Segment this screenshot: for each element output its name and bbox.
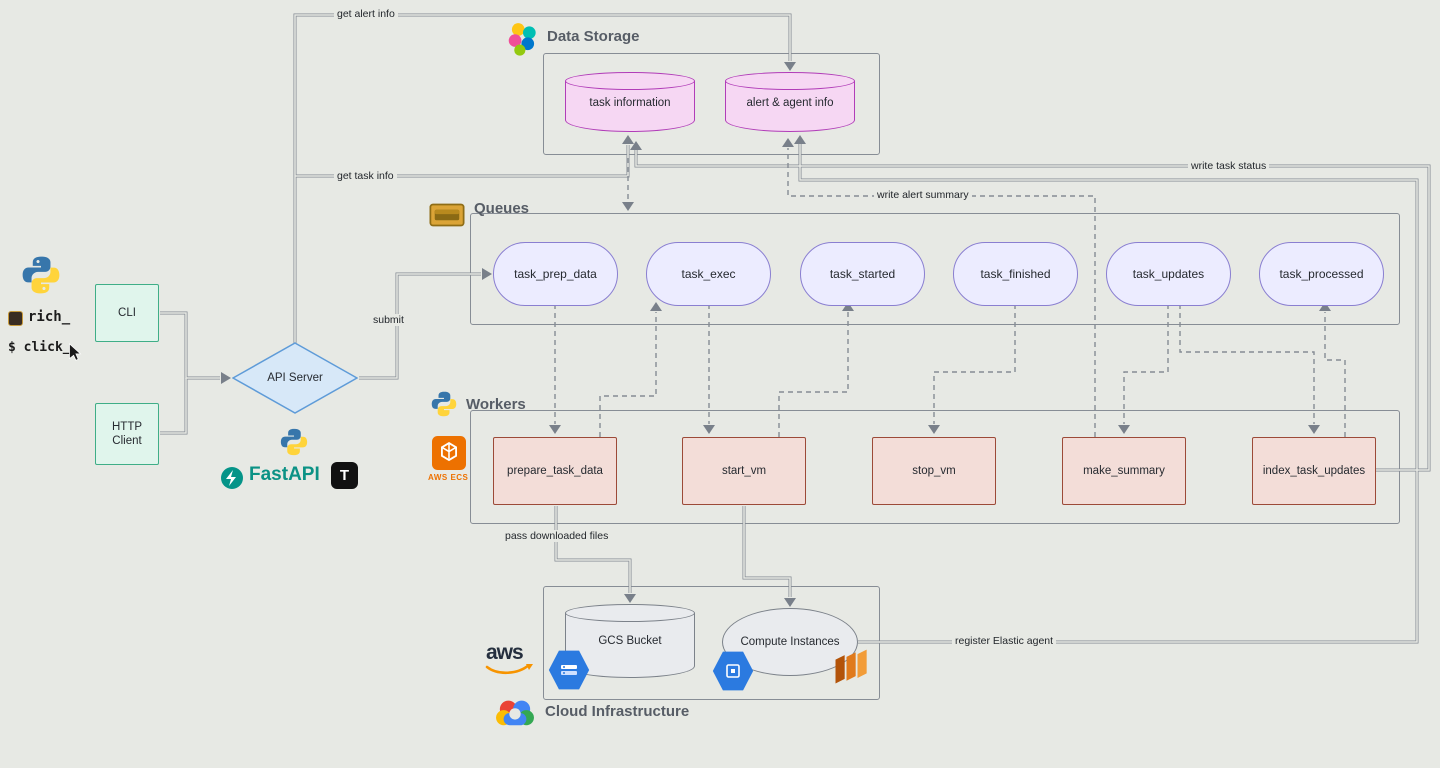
cylinder-top xyxy=(565,604,695,622)
fastapi-icon xyxy=(220,466,244,490)
python-icon xyxy=(430,390,458,418)
node-worker-stop-vm: stop_vm xyxy=(872,437,996,505)
aws-ecs-label: AWS ECS xyxy=(428,473,469,482)
edge-label-write-task-status: write task status xyxy=(1188,160,1270,172)
api-server-label: API Server xyxy=(267,372,323,384)
node-task-information: task information xyxy=(565,72,695,132)
queues-title: Queues xyxy=(474,200,530,217)
cloud-title: Cloud Infrastructure xyxy=(545,703,690,720)
node-queue-task-updates: task_updates xyxy=(1106,242,1231,306)
node-alert-agent-info: alert & agent info xyxy=(725,72,855,132)
node-cli: CLI xyxy=(95,284,159,342)
diamond-shape xyxy=(231,342,359,414)
node-worker-prepare-task-data: prepare_task_data xyxy=(493,437,617,505)
queue-icon xyxy=(426,194,468,236)
node-queue-task-started: task_started xyxy=(800,242,925,306)
edge-label-get-alert-info: get alert info xyxy=(334,8,398,20)
data-storage-title: Data Storage xyxy=(547,28,640,45)
node-queue-task-processed: task_processed xyxy=(1259,242,1384,306)
node-http-client: HTTP Client xyxy=(95,403,159,465)
aws-smile-icon xyxy=(484,663,534,678)
edge-label-write-alert-summary: write alert summary xyxy=(874,189,972,201)
aws-logo-text: aws xyxy=(486,641,524,664)
fastapi-label: FastAPI xyxy=(249,464,320,485)
node-queue-task-prep-data: task_prep_data xyxy=(493,242,618,306)
node-queue-task-exec: task_exec xyxy=(646,242,771,306)
typer-icon: T xyxy=(331,462,358,489)
node-api-server: API Server xyxy=(231,342,359,414)
workers-title: Workers xyxy=(466,396,526,413)
aws-ecs-icon xyxy=(432,436,466,470)
cursor-icon xyxy=(64,342,86,364)
cylinder-top xyxy=(565,72,695,90)
python-icon xyxy=(20,254,62,296)
edge-label-submit: submit xyxy=(370,314,407,326)
node-queue-task-finished: task_finished xyxy=(953,242,1078,306)
python-icon xyxy=(279,427,309,457)
node-worker-start-vm: start_vm xyxy=(682,437,806,505)
node-worker-index-task-updates: index_task_updates xyxy=(1252,437,1376,505)
edge-label-register-agent: register Elastic agent xyxy=(952,635,1057,647)
rich-label: rich_ xyxy=(28,309,71,325)
click-label: $ click_ xyxy=(8,340,71,355)
node-worker-make-summary: make_summary xyxy=(1062,437,1186,505)
google-cloud-icon xyxy=(492,694,538,730)
edge-label-pass-files: pass downloaded files xyxy=(502,530,612,542)
cylinder-top xyxy=(725,72,855,90)
ec2-instances-icon xyxy=(830,644,874,690)
rich-icon xyxy=(8,311,23,326)
elasticsearch-icon xyxy=(504,20,542,58)
edge-label-get-task-info: get task info xyxy=(334,170,397,182)
